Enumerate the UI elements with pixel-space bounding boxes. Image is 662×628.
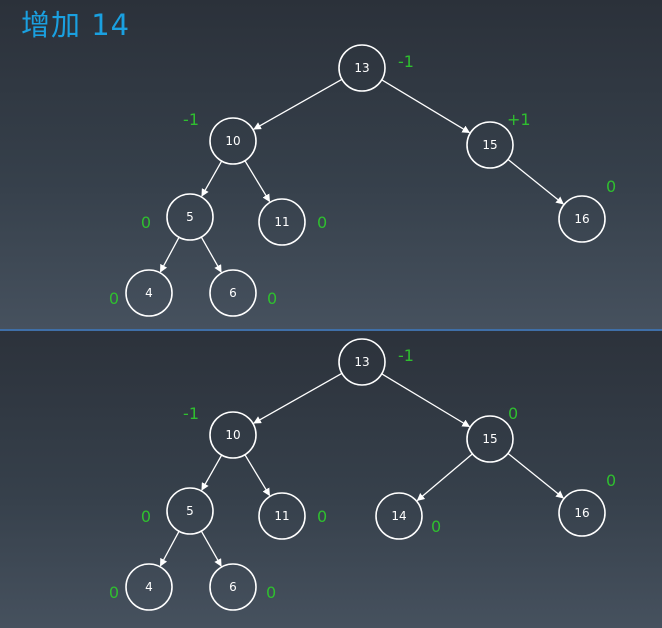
node-circle bbox=[209, 411, 257, 459]
edge-after-5-to-6 bbox=[200, 530, 222, 567]
tree-node-after-15: 15 0 bbox=[466, 404, 518, 463]
balance-factor-label: 0 bbox=[431, 517, 441, 536]
balance-factor-label: 0 bbox=[141, 213, 151, 232]
balance-factor-label: -1 bbox=[398, 346, 414, 365]
panel-before bbox=[0, 0, 662, 330]
edge-before-13-to-10 bbox=[253, 78, 343, 130]
balance-factor-label: -1 bbox=[183, 404, 199, 423]
node-key-label: 5 bbox=[186, 210, 194, 224]
node-key-label: 4 bbox=[145, 580, 153, 594]
node-key-label: 15 bbox=[482, 432, 497, 446]
edge-before-15-to-16 bbox=[507, 158, 564, 205]
panel-divider bbox=[0, 329, 662, 331]
tree-node-before-5: 50 bbox=[141, 193, 214, 241]
node-circle bbox=[125, 563, 173, 611]
edge-after-13-to-15 bbox=[381, 373, 471, 428]
edge-after-13-to-10 bbox=[253, 372, 343, 424]
node-circle bbox=[375, 492, 423, 540]
edge-before-10-to-5 bbox=[201, 160, 223, 197]
balance-factor-label: -1 bbox=[183, 110, 199, 129]
balance-factor-label: 0 bbox=[267, 289, 277, 308]
tree-node-before-16: 16 0 bbox=[558, 177, 616, 243]
node-key-label: 4 bbox=[145, 286, 153, 300]
node-circle bbox=[466, 415, 514, 463]
edge-before-5-to-6 bbox=[200, 236, 222, 273]
node-circle bbox=[338, 338, 386, 386]
tree-node-before-13: 13 -1 bbox=[338, 44, 414, 92]
edge-after-10-to-11 bbox=[244, 454, 271, 497]
tree-node-after-16: 16 0 bbox=[558, 471, 616, 537]
edge-after-15-to-16 bbox=[507, 452, 564, 499]
node-circle bbox=[558, 489, 606, 537]
node-key-label: 15 bbox=[482, 138, 497, 152]
tree-node-after-10: 10 -1 bbox=[183, 404, 257, 459]
tree-node-before-10: 10 -1 bbox=[183, 110, 257, 165]
node-circle bbox=[209, 269, 257, 317]
edge-after-15-to-14 bbox=[416, 453, 473, 502]
node-key-label: 11 bbox=[274, 509, 289, 523]
balance-factor-label: -1 bbox=[398, 52, 414, 71]
tree-node-before-15: 15 +1 bbox=[466, 110, 531, 169]
node-circle bbox=[166, 193, 214, 241]
tree-node-after-13: 13 -1 bbox=[338, 338, 414, 386]
tree-node-after-14: 14 0 bbox=[375, 492, 441, 540]
tree-node-before-4: 40 bbox=[109, 269, 173, 317]
node-circle bbox=[209, 563, 257, 611]
node-key-label: 6 bbox=[229, 286, 237, 300]
node-key-label: 14 bbox=[391, 509, 406, 523]
balance-factor-label: 0 bbox=[141, 507, 151, 526]
tree-node-after-4: 40 bbox=[109, 563, 173, 611]
node-key-label: 11 bbox=[274, 215, 289, 229]
balance-factor-label: 0 bbox=[508, 404, 518, 423]
balance-factor-label: 0 bbox=[109, 583, 119, 602]
node-key-label: 6 bbox=[229, 580, 237, 594]
edge-before-10-to-11 bbox=[244, 160, 271, 203]
tree-node-before-11: 11 0 bbox=[258, 198, 327, 246]
balance-factor-label: 0 bbox=[606, 177, 616, 196]
node-key-label: 13 bbox=[354, 61, 369, 75]
node-key-label: 10 bbox=[225, 428, 240, 442]
tree-node-after-5: 50 bbox=[141, 487, 214, 535]
node-key-label: 16 bbox=[574, 506, 589, 520]
edge-after-10-to-5 bbox=[201, 454, 223, 491]
balance-factor-label: 0 bbox=[606, 471, 616, 490]
node-circle bbox=[125, 269, 173, 317]
balance-factor-label: +1 bbox=[507, 110, 531, 129]
node-circle bbox=[166, 487, 214, 535]
balance-factor-label: 0 bbox=[317, 213, 327, 232]
panel-after bbox=[0, 331, 662, 628]
node-circle bbox=[466, 121, 514, 169]
node-circle bbox=[258, 198, 306, 246]
slide-title: 增加 14 bbox=[21, 8, 131, 42]
balance-factor-label: 0 bbox=[266, 583, 276, 602]
edge-before-13-to-15 bbox=[381, 79, 471, 134]
node-key-label: 13 bbox=[354, 355, 369, 369]
balance-factor-label: 0 bbox=[317, 507, 327, 526]
node-key-label: 10 bbox=[225, 134, 240, 148]
node-key-label: 5 bbox=[186, 504, 194, 518]
node-key-label: 16 bbox=[574, 212, 589, 226]
node-circle bbox=[209, 117, 257, 165]
node-circle bbox=[338, 44, 386, 92]
balance-factor-label: 0 bbox=[109, 289, 119, 308]
tree-node-after-11: 11 0 bbox=[258, 492, 327, 540]
node-circle bbox=[558, 195, 606, 243]
node-circle bbox=[258, 492, 306, 540]
edge-after-5-to-4 bbox=[159, 530, 180, 567]
edge-before-5-to-4 bbox=[159, 236, 180, 273]
